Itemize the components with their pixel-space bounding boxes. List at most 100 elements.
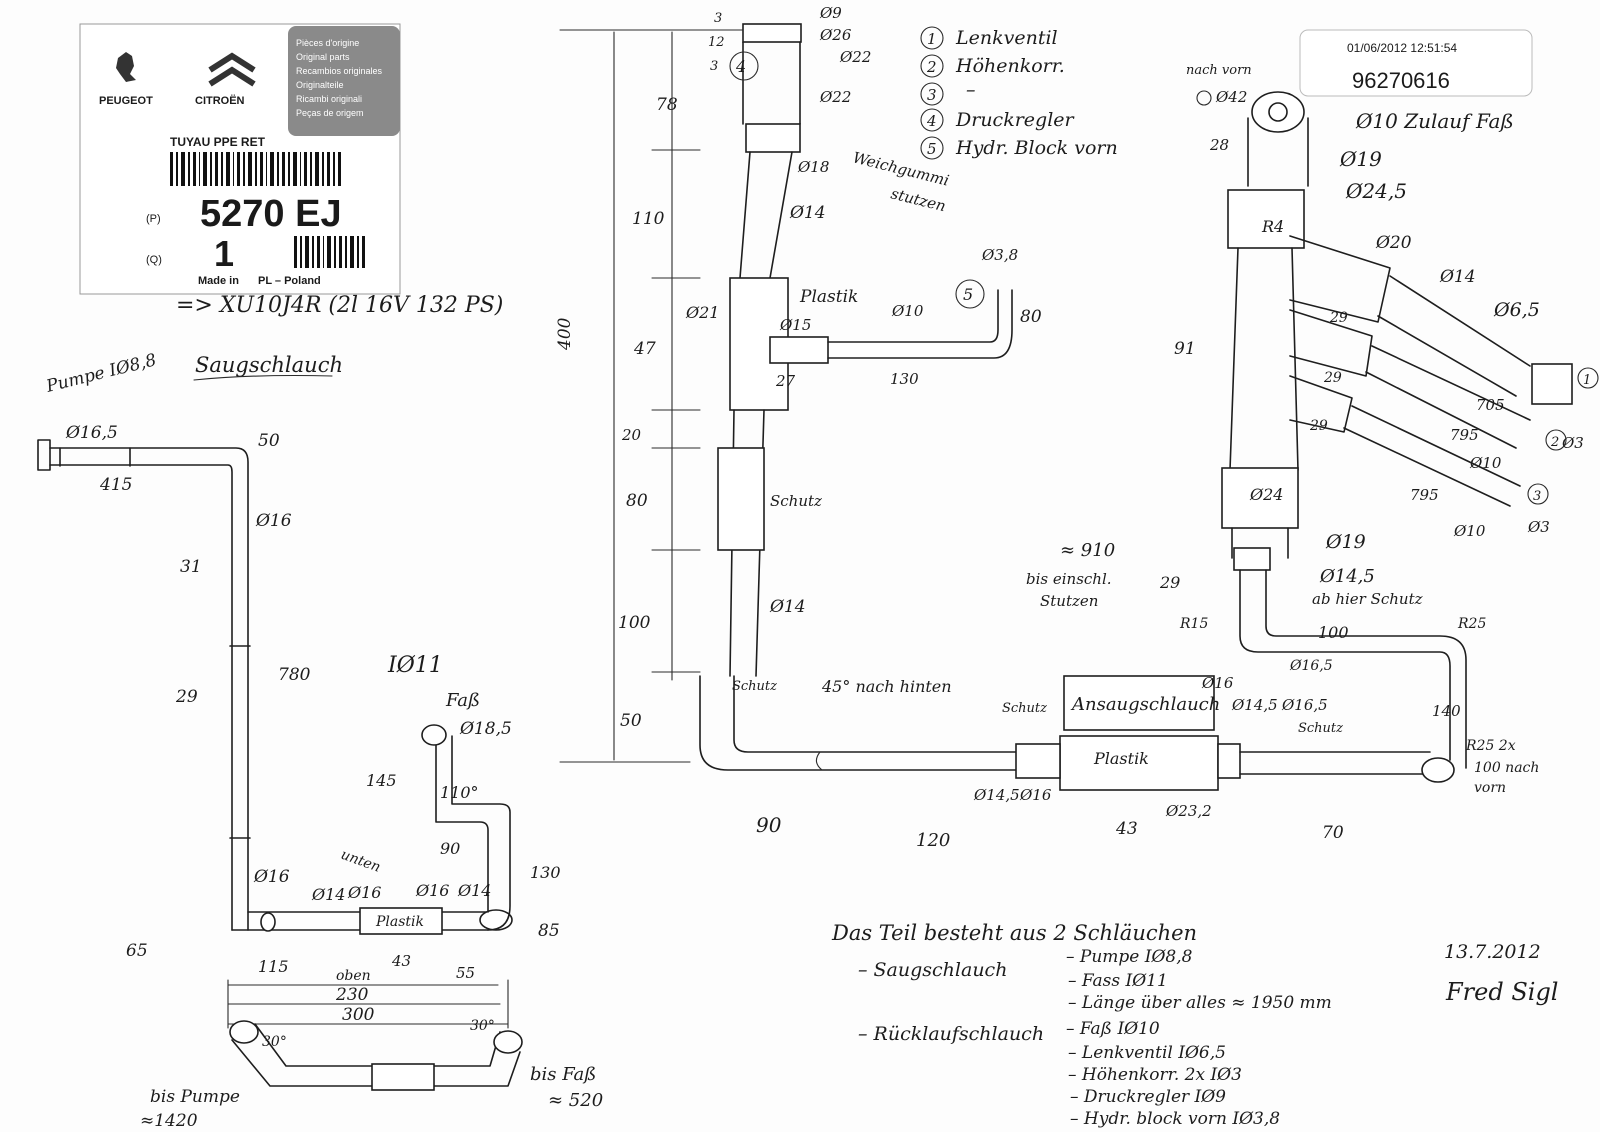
dim-label: Ø15	[779, 316, 811, 334]
dim-label: Ø14	[311, 885, 345, 904]
dim-label: R4	[1261, 217, 1284, 236]
dim-label: Ø16	[1201, 674, 1234, 692]
dim-label: 29	[1309, 418, 1328, 434]
dim-label: Ø16,5	[1281, 696, 1328, 714]
dim-label: 705	[1476, 396, 1505, 414]
dim-label: ab hier Schutz	[1312, 590, 1423, 608]
dim-label: 28	[1209, 136, 1229, 154]
dim-label: Ø14	[457, 881, 491, 900]
dim-label: 90	[756, 813, 782, 837]
dim-label: Ø22	[839, 48, 871, 66]
dim-label: IØ11	[387, 653, 443, 678]
dim-label: 415	[99, 475, 132, 495]
dim-label: 90	[440, 839, 460, 858]
dim-label: Ø3	[1527, 518, 1550, 536]
dim-label: Ø14,5	[1231, 696, 1278, 714]
dim-label: Ø14	[789, 203, 826, 223]
origin-line: Originalteile	[296, 80, 344, 90]
dim-label: Ø16	[253, 867, 290, 887]
dim-label: Ø19	[1339, 147, 1382, 171]
legend-text: Lenkventil	[955, 27, 1058, 49]
origin-line: Peças de origem	[296, 108, 364, 118]
dim-label: 91	[1174, 339, 1196, 359]
dim-label: Ø16,5	[65, 423, 118, 443]
dim-label: Plastik	[375, 914, 424, 930]
dim-label: R25 2x	[1465, 738, 1516, 754]
dim-label: 85	[538, 921, 560, 941]
dim-label: 80	[626, 491, 648, 511]
legend: 1 Lenkventil 2 Höhenkorr. 3 – 4 Druckreg…	[920, 26, 1118, 160]
dim-label: 30°	[470, 1018, 495, 1034]
legend-num: 3	[927, 86, 937, 104]
dim-label: 780	[278, 665, 311, 685]
stamp-datetime: 01/06/2012 12:51:54	[1347, 41, 1457, 55]
dim-label: 29	[1329, 310, 1348, 326]
summary-item: – Fass IØ11	[1068, 971, 1168, 991]
summary-item: – Länge über alles ≈ 1950 mm	[1068, 993, 1332, 1013]
suction-title: Saugschlauch	[195, 353, 343, 377]
dim-label: Ø42	[1215, 88, 1247, 106]
origin-box	[288, 26, 400, 136]
dim-label: Faß	[445, 690, 480, 711]
origin-line: Recambios originales	[296, 66, 383, 76]
dim-label: Ø23,2	[1165, 802, 1212, 820]
dim-label: Schutz	[1298, 721, 1343, 736]
to-tank: bis Faß	[530, 1064, 596, 1085]
dim-label: Ø24	[1249, 485, 1283, 504]
legend-text: Druckregler	[955, 109, 1076, 131]
dim-label: 795	[1410, 486, 1439, 504]
dim-label: Ø10	[891, 302, 924, 320]
peugeot-lion-icon	[116, 52, 136, 82]
dim-label: 27	[775, 372, 796, 390]
legend-ref-1: 1	[1583, 373, 1591, 388]
dim-label: 65	[126, 941, 148, 961]
q-label: (Q)	[146, 254, 162, 266]
summary-item: – Lenkventil IØ6,5	[1068, 1043, 1226, 1063]
part-number: 5270 EJ	[200, 193, 342, 235]
dim-label: Ø20	[1375, 233, 1412, 253]
dim-label: unten	[339, 847, 383, 876]
summary-heading: Das Teil besteht aus 2 Schläuchen	[831, 921, 1197, 945]
suction-hose-sketch: Saugschlauch Pumpe IØ8,8 Ø16,5 50 415 Ø1…	[37, 350, 603, 1131]
to-tank-length: ≈ 520	[548, 1090, 603, 1111]
summary-notes: Das Teil besteht aus 2 Schläuchen – Saug…	[831, 921, 1332, 1129]
barcode-bottom	[294, 236, 365, 268]
brand-citroen: CITROËN	[195, 94, 245, 107]
dim-label: 120	[916, 830, 950, 851]
dim-label: 30°	[262, 1034, 287, 1050]
dim-label: Ø22	[819, 88, 851, 106]
dim-label: 130	[890, 370, 919, 388]
dim-label: Ø6,5	[1493, 299, 1540, 321]
dim-label: 130	[530, 863, 561, 882]
origin-lines: Pièces d'origine Original parts Recambio…	[296, 38, 383, 118]
dim-label: Ø19	[1325, 531, 1366, 553]
dim-label: 29	[1323, 370, 1342, 386]
engine-note: => XU10J4R (2l 16V 132 PS)	[176, 293, 503, 318]
dim-label: Plastik	[1093, 749, 1149, 768]
dim-label: 80	[1020, 307, 1042, 327]
dim-label: 45° nach hinten	[821, 677, 952, 696]
country: PL – Poland	[258, 275, 321, 287]
dim-label: Ø3,8	[981, 246, 1018, 264]
summary-item: – Hydr. block vorn IØ3,8	[1070, 1109, 1280, 1129]
citroen-chevrons-icon	[208, 52, 256, 87]
dim-label: Ø14	[1439, 267, 1476, 287]
dim-label: Ø3	[1561, 434, 1584, 452]
legend-ref-3: 3	[1533, 489, 1541, 504]
dim-label: Ø16	[255, 511, 292, 531]
legend-num: 4	[926, 112, 937, 130]
dim-label: Ø18,5	[459, 719, 512, 739]
dim-label: 43	[1115, 819, 1138, 839]
dim-label: Ø18	[797, 158, 829, 176]
legend-num: 1	[927, 30, 937, 48]
dim-label: Ø16	[415, 881, 449, 900]
dim-label: 70	[1322, 823, 1344, 843]
dim-label: Ø26	[819, 26, 852, 44]
dim-label: R25	[1457, 616, 1486, 632]
legend-text: Hydr. Block vorn	[955, 137, 1118, 159]
dim-label: Ø24,5	[1345, 179, 1407, 203]
brand-peugeot: PEUGEOT	[99, 95, 153, 107]
summary-item: – Höhenkorr. 2x IØ3	[1068, 1065, 1242, 1085]
dim-label: 795	[1450, 426, 1479, 444]
